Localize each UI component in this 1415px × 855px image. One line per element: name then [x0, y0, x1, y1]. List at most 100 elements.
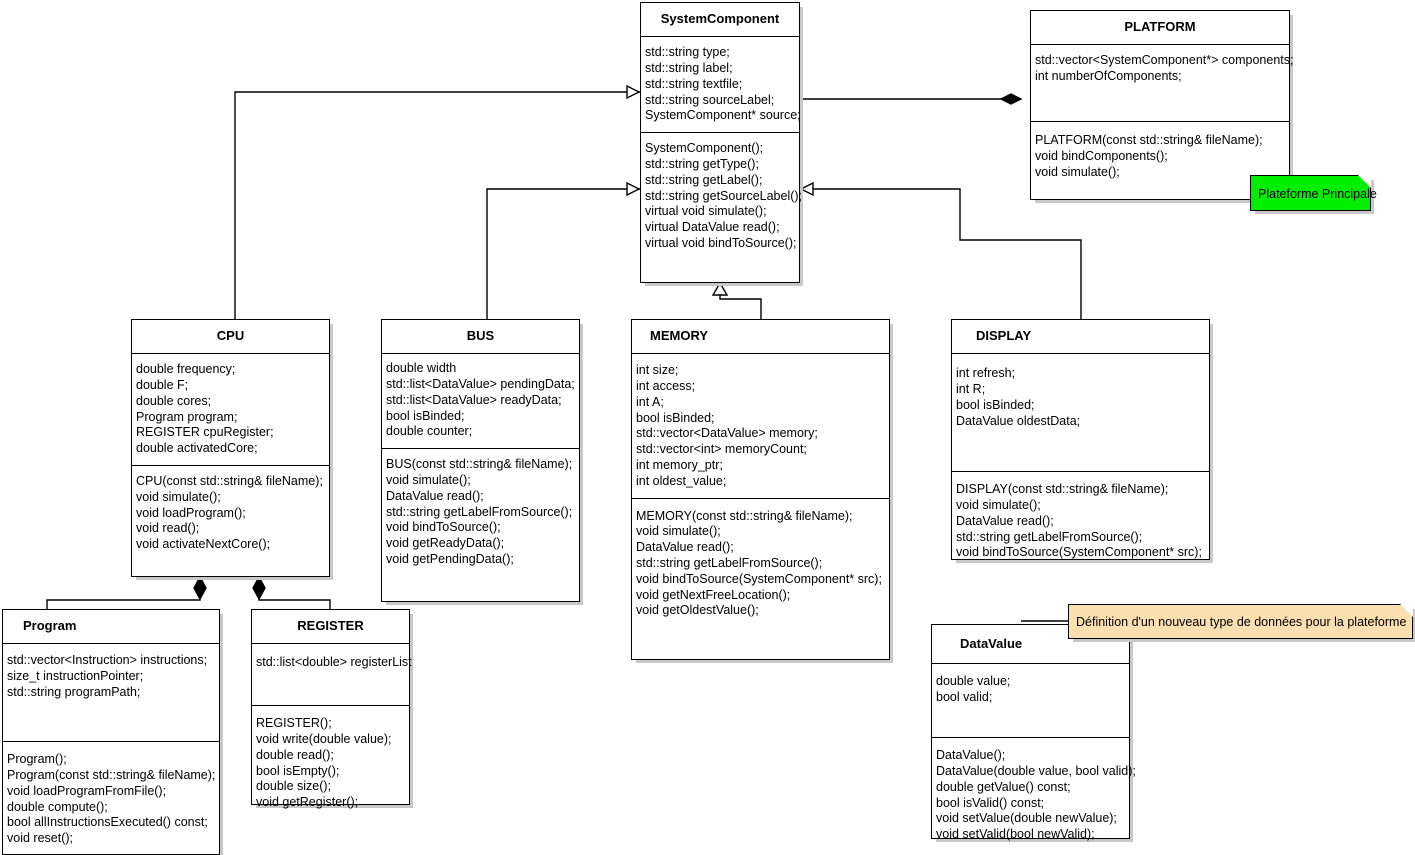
hollow-triangle-marker	[626, 181, 641, 197]
method-line: double size();	[256, 779, 332, 794]
attribute-line: std::vector<DataValue> memory;	[636, 426, 818, 441]
attribute-line: double F;	[136, 378, 189, 393]
hollow-triangle-marker	[711, 281, 729, 296]
attribute-line: double value;	[936, 674, 1011, 689]
class-title: DataValue	[932, 625, 1129, 665]
class-attributes: std::vector<SystemComponent*> components…	[1031, 45, 1294, 123]
method-line: std::string getSourceLabel();	[645, 188, 803, 203]
note-fold-corner-icon	[1358, 175, 1371, 188]
filled-diamond-marker	[193, 575, 207, 601]
class-attributes: std::list<double> registerList	[252, 644, 412, 707]
method-line: void write(double value);	[256, 732, 392, 747]
edge-memory-systemcomponent	[711, 281, 762, 319]
class-title: MEMORY	[632, 320, 889, 355]
attribute-line: std::string label;	[645, 61, 733, 76]
class-box-program[interactable]: Program std::vector<Instruction> instruc…	[2, 609, 220, 855]
method-line: Program(const std::string& fileName);	[7, 768, 216, 783]
edge-platform-systemcomponent	[801, 93, 1023, 105]
class-methods: DISPLAY(const std::string& fileName); vo…	[952, 472, 1209, 569]
note-definition-datavalue[interactable]: Définition d'un nouveau type de données …	[1068, 604, 1413, 639]
attribute-line: std::vector<SystemComponent*> components…	[1035, 53, 1294, 68]
attribute-line: std::string programPath;	[7, 684, 141, 699]
method-line: Program();	[7, 752, 67, 767]
attribute-line: int refresh;	[956, 366, 1016, 381]
class-box-display[interactable]: DISPLAY int refresh; int R; bool isBinde…	[951, 319, 1210, 560]
method-line: DataValue read();	[956, 513, 1054, 528]
method-line: void getNextFreeLocation();	[636, 587, 791, 602]
attribute-line: SystemComponent* source;	[645, 108, 801, 123]
note-plateforme-principale[interactable]: Plateforme Principale	[1250, 175, 1377, 211]
method-line: bool allInstructionsExecuted() const;	[7, 815, 208, 830]
method-line: void getOldestValue();	[636, 603, 759, 618]
method-line: double compute();	[7, 799, 108, 814]
method-line: DISPLAY(const std::string& fileName);	[956, 482, 1169, 497]
attribute-line: int memory_ptr;	[636, 458, 723, 473]
method-line: void simulate();	[1035, 164, 1120, 179]
method-line: DataValue();	[936, 748, 1006, 763]
method-line: void getRegister();	[256, 795, 359, 810]
note-fold-strokes	[1357, 174, 1414, 618]
method-line: DataValue read();	[386, 488, 484, 503]
method-line: std::string getType();	[645, 157, 759, 172]
attribute-line: int numberOfComponents;	[1035, 69, 1182, 84]
method-line: CPU(const std::string& fileName);	[136, 474, 323, 489]
class-attributes: double frequency; double F; double cores…	[132, 354, 329, 467]
attribute-line: double counter;	[386, 424, 473, 439]
edge-display-systemcomponent	[799, 181, 1082, 319]
class-box-cpu[interactable]: CPU double frequency; double F; double c…	[131, 319, 330, 577]
class-box-systemcomponent[interactable]: SystemComponent std::string type; std::s…	[640, 2, 803, 283]
method-line: void bindToSource();	[386, 520, 501, 535]
class-methods: DataValue(); DataValue(double value, boo…	[932, 738, 1136, 851]
filled-diamond-marker	[999, 93, 1023, 105]
edge-cpu-systemcomponent	[234, 84, 648, 319]
class-box-platform[interactable]: PLATFORM std::vector<SystemComponent*> c…	[1030, 10, 1294, 200]
class-attributes: std::vector<Instruction> instructions; s…	[3, 644, 219, 743]
method-line: bool isValid() const;	[936, 795, 1045, 810]
class-attributes: int size; int access; int A; bool isBind…	[632, 354, 889, 499]
method-line: double read();	[256, 747, 334, 762]
method-line: std::string getLabelFromSource();	[386, 504, 573, 519]
method-line: std::string getLabelFromSource();	[636, 556, 823, 571]
method-line: void setValue(double newValue);	[936, 811, 1117, 826]
attribute-line: double width	[386, 361, 457, 376]
class-title: DISPLAY	[952, 320, 1209, 355]
edge-cpu-register	[252, 575, 331, 609]
class-box-memory[interactable]: MEMORY int size; int access; int A; bool…	[631, 319, 890, 660]
class-box-bus[interactable]: BUS double width std::list<DataValue> pe…	[381, 319, 580, 602]
hollow-triangle-marker	[626, 84, 641, 100]
class-attributes: int refresh; int R; bool isBinded; DataV…	[952, 354, 1209, 473]
method-line: void loadProgram();	[136, 505, 246, 520]
method-line: void simulate();	[136, 489, 221, 504]
class-title: SystemComponent	[641, 3, 799, 38]
edge-bus-systemcomponent	[486, 181, 648, 319]
attribute-line: DataValue oldestData;	[956, 413, 1081, 428]
method-line: void activateNextCore();	[136, 537, 271, 552]
method-line: bool isEmpty();	[256, 763, 340, 778]
attribute-line: int access;	[636, 379, 696, 394]
method-line: DataValue(double value, bool valid);	[936, 764, 1136, 779]
class-methods: BUS(const std::string& fileName); void s…	[382, 449, 579, 576]
attribute-line: double frequency;	[136, 362, 236, 377]
method-line: virtual DataValue read();	[645, 220, 780, 235]
attribute-line: bool valid;	[936, 690, 993, 705]
attribute-line: std::list<DataValue> pendingData;	[386, 377, 575, 392]
class-methods: CPU(const std::string& fileName); void s…	[132, 466, 329, 561]
class-title: REGISTER	[252, 610, 409, 645]
class-box-register[interactable]: REGISTER std::list<double> registerList …	[251, 609, 412, 809]
class-box-datavalue[interactable]: DataValue double value; bool valid; Data…	[931, 624, 1136, 841]
method-line: std::string getLabel();	[645, 172, 763, 187]
attribute-line: std::string textfile;	[645, 76, 743, 91]
attribute-line: Program program;	[136, 409, 238, 424]
class-methods: SystemComponent(); std::string getType()…	[641, 133, 803, 260]
attribute-line: std::list<DataValue> readyData;	[386, 392, 562, 407]
method-line: void simulate();	[636, 524, 721, 539]
attribute-line: std::vector<int> memoryCount;	[636, 442, 807, 457]
method-line: PLATFORM(const std::string& fileName);	[1035, 133, 1263, 148]
hollow-triangle-marker	[799, 181, 814, 197]
method-line: SystemComponent();	[645, 141, 764, 156]
method-line: void getPendingData();	[386, 552, 514, 567]
method-line: MEMORY(const std::string& fileName);	[636, 508, 853, 523]
class-title: Program	[3, 610, 219, 645]
class-methods: REGISTER(); void write(double value); do…	[252, 706, 409, 819]
